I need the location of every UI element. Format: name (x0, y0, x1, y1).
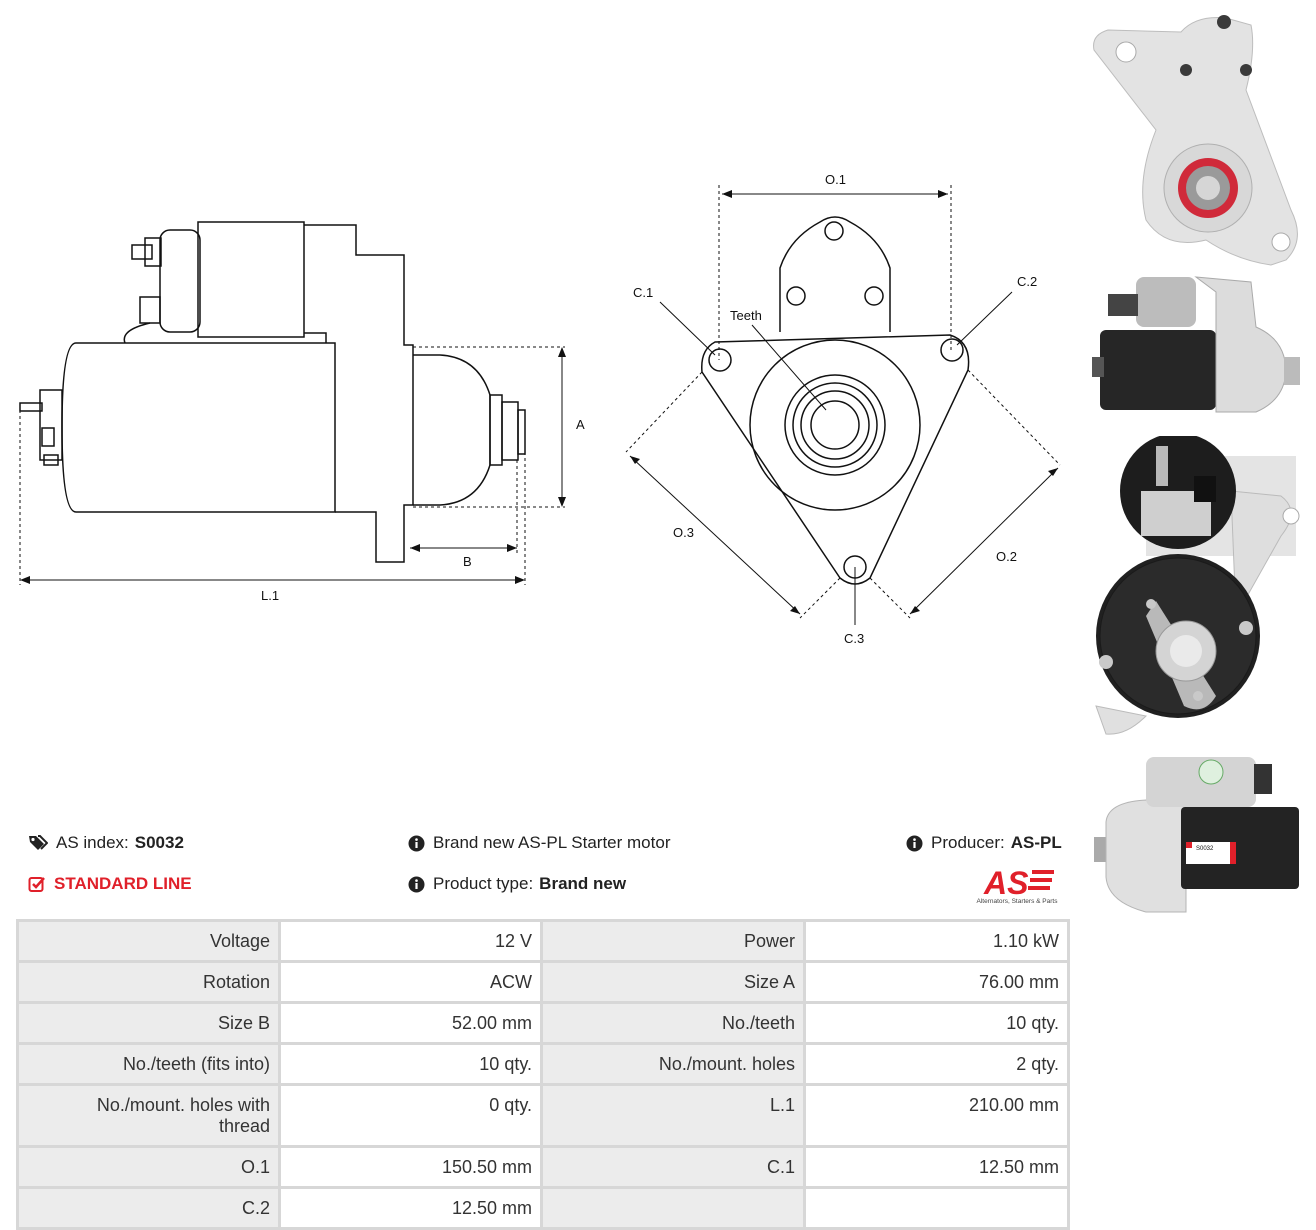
spec-label: L.1 (540, 1083, 806, 1148)
producer: Producer: AS-PL (906, 833, 1062, 853)
description-text: Brand new AS-PL Starter motor (433, 833, 671, 852)
spec-value: 150.50 mm (278, 1145, 543, 1189)
spec-value: ACW (278, 960, 543, 1004)
spec-value: 10 qty. (803, 1001, 1070, 1045)
spec-label: Power (540, 919, 806, 963)
spec-value: 2 qty. (803, 1042, 1070, 1086)
logo-tagline: Alternators, Starters & Parts (976, 898, 1058, 905)
spec-value: 0 qty. (278, 1083, 543, 1148)
spec-label: Rotation (16, 960, 281, 1004)
spec-label: Size B (16, 1001, 281, 1045)
side-view-drawing (19, 221, 526, 563)
front-view-dimensions (625, 185, 1061, 625)
spec-row: No./teeth (fits into)10 qty.No./mount. h… (16, 1042, 1070, 1086)
check-square-icon (28, 877, 45, 892)
product-type-label: Product type: (433, 874, 534, 893)
dim-label-a: A (576, 417, 585, 432)
spec-value (803, 1186, 1070, 1230)
dim-label-l1: L.1 (261, 588, 279, 603)
tags-icon (29, 835, 48, 850)
spec-value: 76.00 mm (803, 960, 1070, 1004)
logo-text: AS (983, 865, 1029, 898)
as-logo-mark: AS (983, 865, 1054, 901)
product-photo-labeled[interactable]: S0032 (1086, 752, 1308, 914)
product-photo-front[interactable] (1086, 10, 1308, 268)
dim-label-o1: O.1 (825, 172, 846, 187)
product-description: Brand new AS-PL Starter motor (408, 833, 670, 853)
product-type: Product type: Brand new (408, 874, 626, 894)
spec-label: Size A (540, 960, 806, 1004)
producer-label: Producer: (931, 833, 1005, 852)
spec-label: C.2 (16, 1186, 281, 1230)
as-index: AS index: S0032 (28, 833, 184, 853)
spec-label: C.1 (540, 1145, 806, 1189)
dim-label-c1: C.1 (633, 285, 653, 300)
dim-label-teeth: Teeth (730, 308, 762, 323)
dim-label-b: B (463, 554, 472, 569)
dim-label-o3: O.3 (673, 525, 694, 540)
product-type-value: Brand new (539, 874, 627, 893)
info-circle-icon (408, 835, 425, 851)
spec-label: No./teeth (fits into) (16, 1042, 281, 1086)
spec-value: 12.50 mm (803, 1145, 1070, 1189)
info-circle-icon (408, 876, 425, 892)
spec-value: 12 V (278, 919, 543, 963)
as-pl-logo[interactable]: AS Alternators, Starters & Parts (962, 864, 1068, 908)
standard-line-label: STANDARD LINE (54, 874, 192, 893)
standard-line: STANDARD LINE (28, 874, 192, 894)
front-view-drawing (701, 216, 970, 585)
spec-label: O.1 (16, 1145, 281, 1189)
dim-label-o2: O.2 (996, 549, 1017, 564)
product-photo-rear[interactable] (1086, 436, 1308, 741)
as-index-label: AS index: (56, 833, 129, 852)
product-photo-side[interactable] (1086, 272, 1308, 422)
spec-value: 12.50 mm (278, 1186, 543, 1230)
side-view-dimensions (19, 346, 565, 585)
spec-label: No./mount. holes with thread (16, 1083, 281, 1148)
as-index-value: S0032 (134, 833, 184, 852)
spec-value: 10 qty. (278, 1042, 543, 1086)
spec-value: 210.00 mm (803, 1083, 1070, 1148)
spec-label: Voltage (16, 919, 281, 963)
producer-value: AS-PL (1010, 833, 1062, 852)
spec-label: No./teeth (540, 1001, 806, 1045)
spec-label (540, 1186, 806, 1230)
info-circle-icon (906, 835, 923, 851)
technical-drawing: A B L.1 O.1 O.2 O.3 C.1 C.2 C.3 Teeth (19, 172, 1061, 646)
product-label-text: S0032 (1196, 846, 1214, 852)
spec-value: 52.00 mm (278, 1001, 543, 1045)
spec-label: No./mount. holes (540, 1042, 806, 1086)
dim-label-c2: C.2 (1017, 274, 1037, 289)
spec-value: 1.10 kW (803, 919, 1070, 963)
dim-label-c3: C.3 (844, 631, 864, 646)
